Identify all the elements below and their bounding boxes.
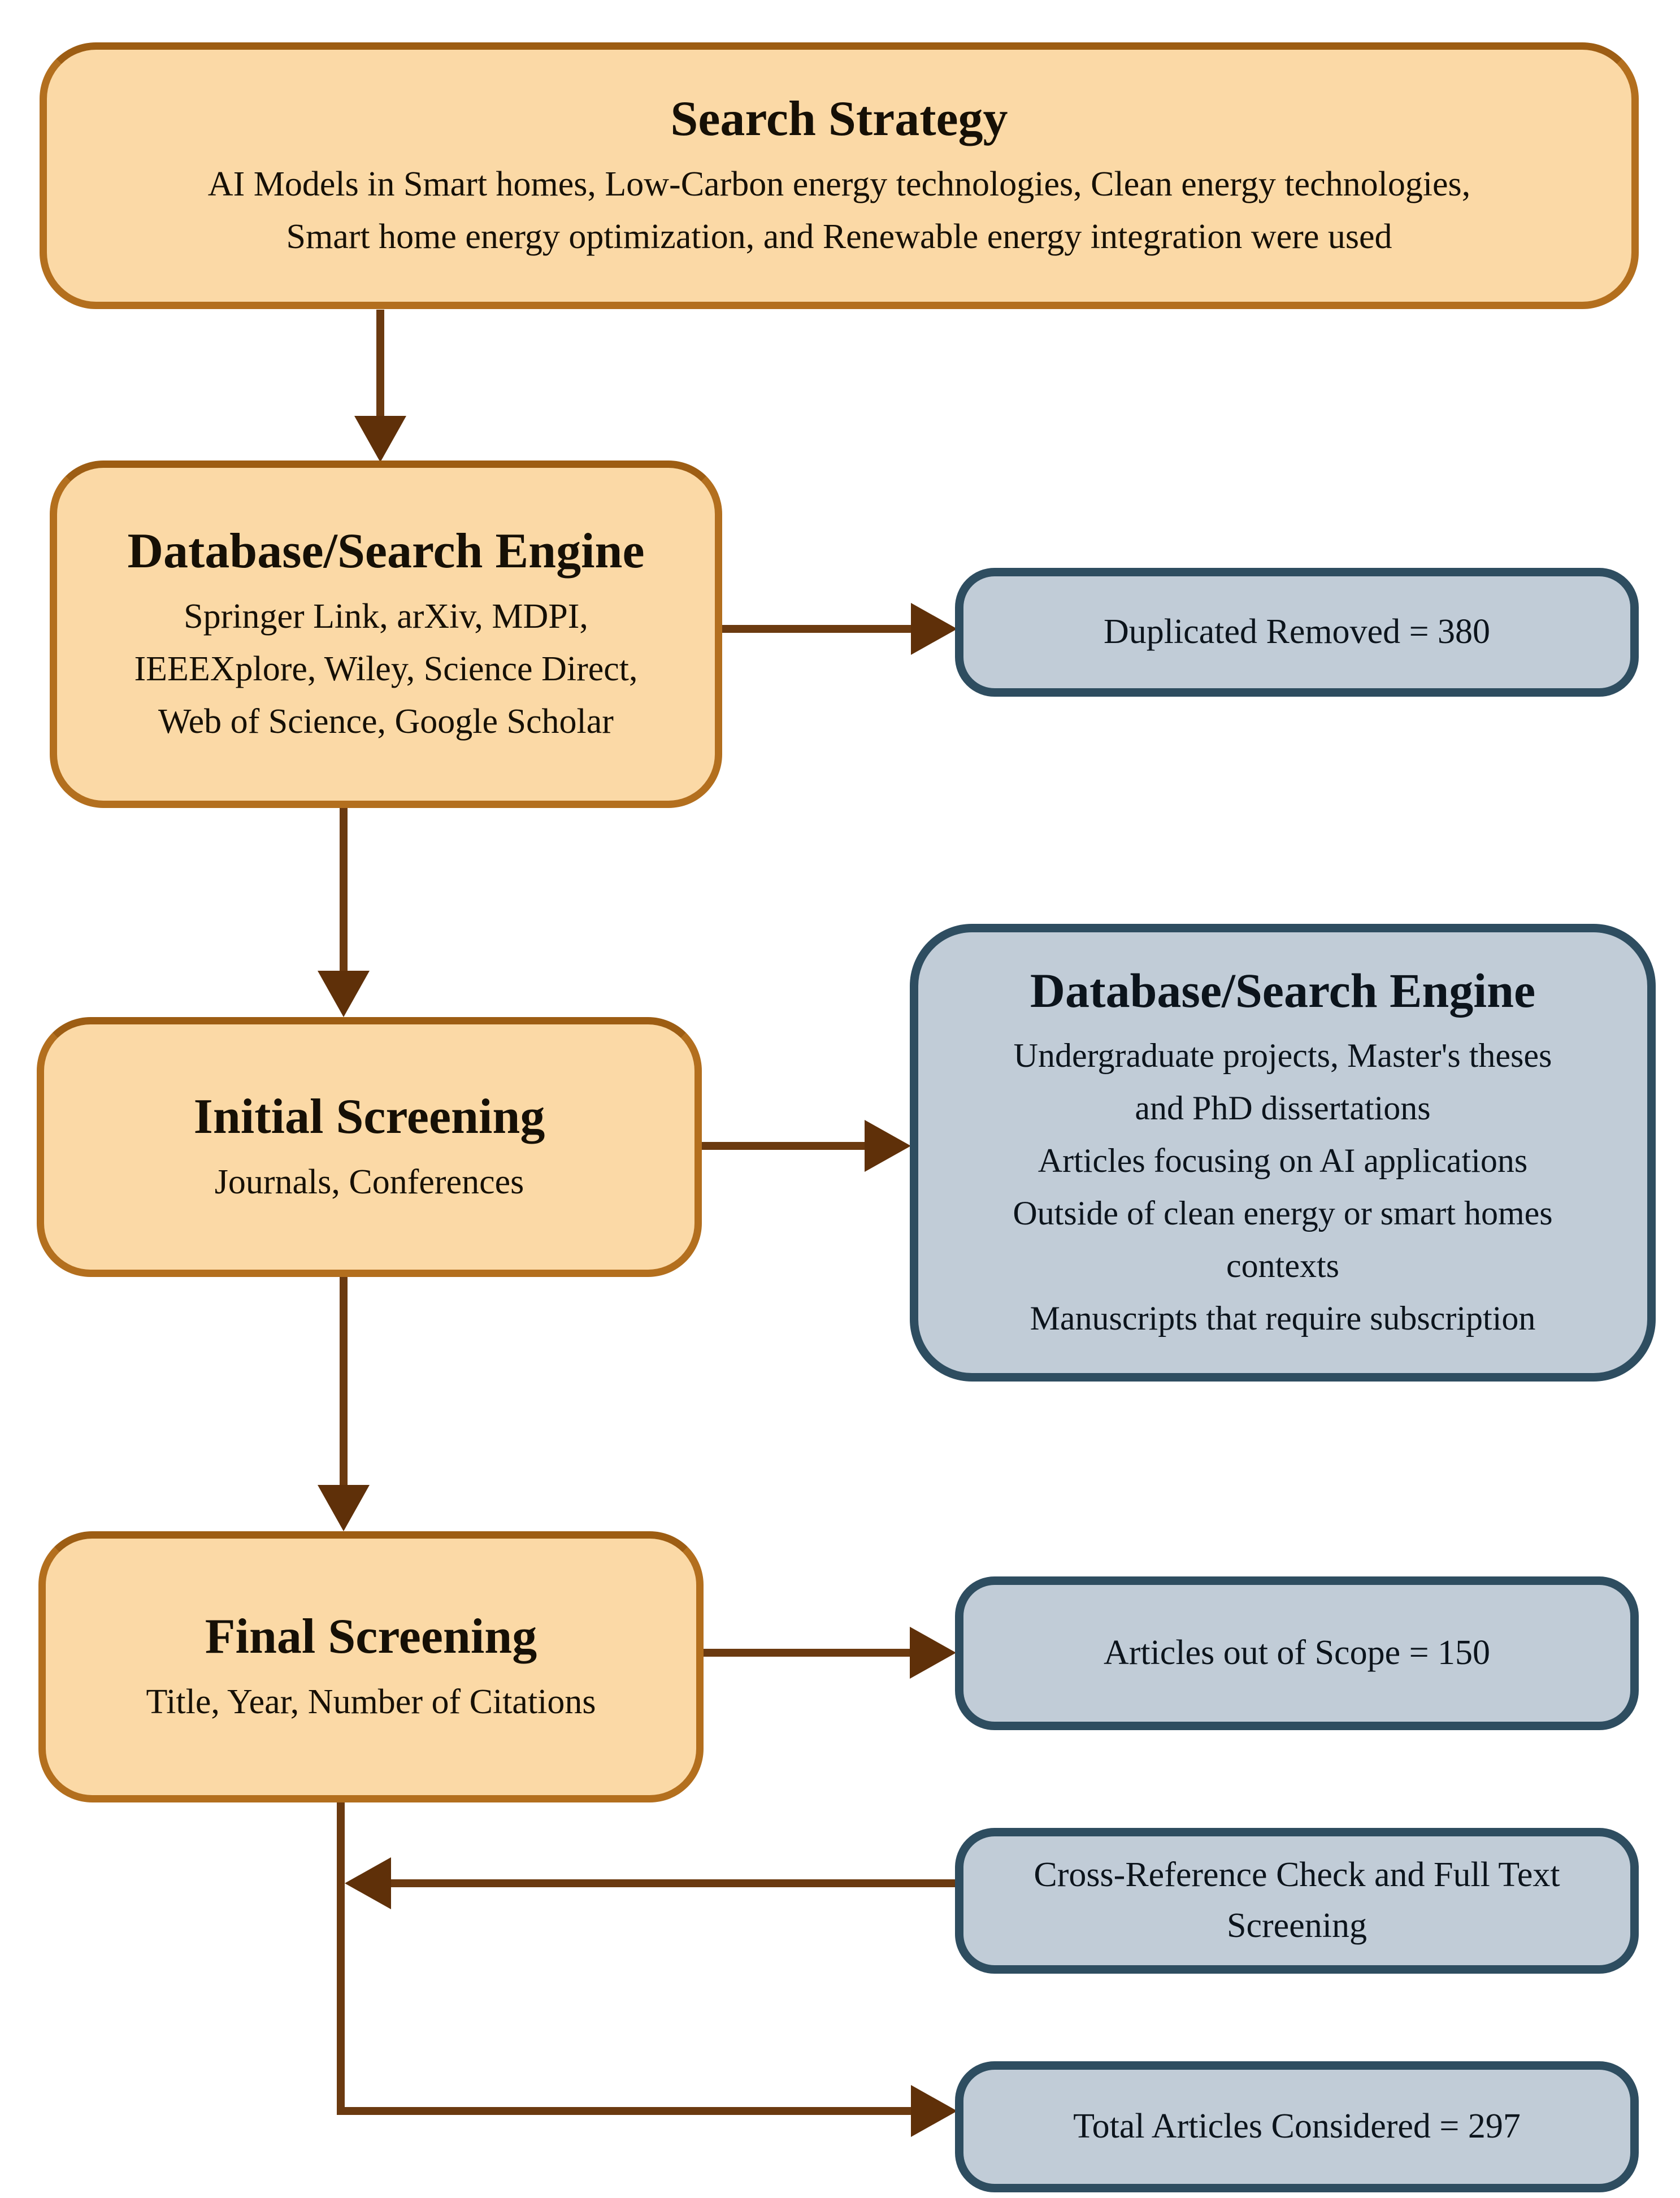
arrow-line (702, 1142, 867, 1150)
initial-screening-text-line: Journals, Conferences (214, 1162, 524, 1201)
search-strategy-text-line: AI Models in Smart homes, Low-Carbon ene… (207, 165, 1471, 203)
exclusion-title: Database/Search Engine (1030, 963, 1536, 1018)
arrow-line (390, 1879, 955, 1887)
arrowhead-down (318, 1485, 370, 1531)
exclusion-text-line: Outside of clean energy or smart homes (1013, 1194, 1553, 1232)
arrow-line (337, 1802, 345, 2115)
database-text-line: IEEEXplore, Wiley, Science Direct, (134, 650, 638, 688)
cross-reference-label-line: Screening (1227, 1906, 1367, 1945)
node-database-search-engine: Database/Search Engine Springer Link, ar… (50, 461, 722, 808)
node-duplicated-removed: Duplicated Removed = 380 (955, 568, 1639, 697)
database-text-line: Web of Science, Google Scholar (158, 702, 614, 741)
total-articles-label: Total Articles Considered = 297 (1073, 2107, 1521, 2146)
arrowhead-right (911, 603, 957, 655)
exclusion-text-line: and PhD dissertations (1135, 1089, 1431, 1127)
node-initial-screening: Initial Screening Journals, Conferences (37, 1017, 702, 1277)
arrow-line (722, 625, 914, 633)
database-title: Database/Search Engine (127, 524, 645, 579)
articles-out-of-scope-label: Articles out of Scope = 150 (1103, 1634, 1491, 1673)
arrow-line (340, 808, 348, 973)
arrow-line (337, 2107, 913, 2115)
node-final-screening: Final Screening Title, Year, Number of C… (38, 1531, 704, 1802)
exclusion-text-line: Undergraduate projects, Master's theses (1013, 1036, 1552, 1074)
exclusion-text-line: Manuscripts that require subscription (1030, 1299, 1536, 1337)
arrowhead-right (910, 1627, 956, 1679)
search-strategy-title: Search Strategy (670, 92, 1008, 146)
arrowhead-right (911, 2085, 957, 2137)
arrowhead-down (354, 416, 406, 462)
cross-reference-label-line: Cross-Reference Check and Full Text (1034, 1856, 1560, 1895)
arrow-line (704, 1649, 911, 1657)
node-exclusion-criteria: Database/Search Engine Undergraduate pro… (910, 924, 1656, 1382)
arrowhead-left (345, 1857, 391, 1909)
search-strategy-text-line: Smart home energy optimization, and Rene… (286, 218, 1392, 256)
arrow-line (340, 1277, 348, 1486)
node-cross-reference: Cross-Reference Check and Full Text Scre… (955, 1828, 1639, 1974)
exclusion-text-line: Articles focusing on AI applications (1037, 1141, 1528, 1179)
node-search-strategy: Search Strategy AI Models in Smart homes… (40, 42, 1639, 309)
initial-screening-title: Initial Screening (193, 1089, 545, 1144)
duplicated-removed-label: Duplicated Removed = 380 (1103, 613, 1491, 651)
node-total-articles: Total Articles Considered = 297 (955, 2061, 1639, 2192)
node-articles-out-of-scope: Articles out of Scope = 150 (955, 1576, 1639, 1730)
exclusion-text-line: contexts (1226, 1246, 1339, 1284)
arrow-line (376, 310, 384, 418)
arrowhead-right (865, 1120, 911, 1172)
final-screening-title: Final Screening (205, 1609, 537, 1664)
final-screening-text-line: Title, Year, Number of Citations (146, 1682, 596, 1721)
database-text-line: Springer Link, arXiv, MDPI, (184, 597, 588, 636)
arrowhead-down (318, 971, 370, 1017)
